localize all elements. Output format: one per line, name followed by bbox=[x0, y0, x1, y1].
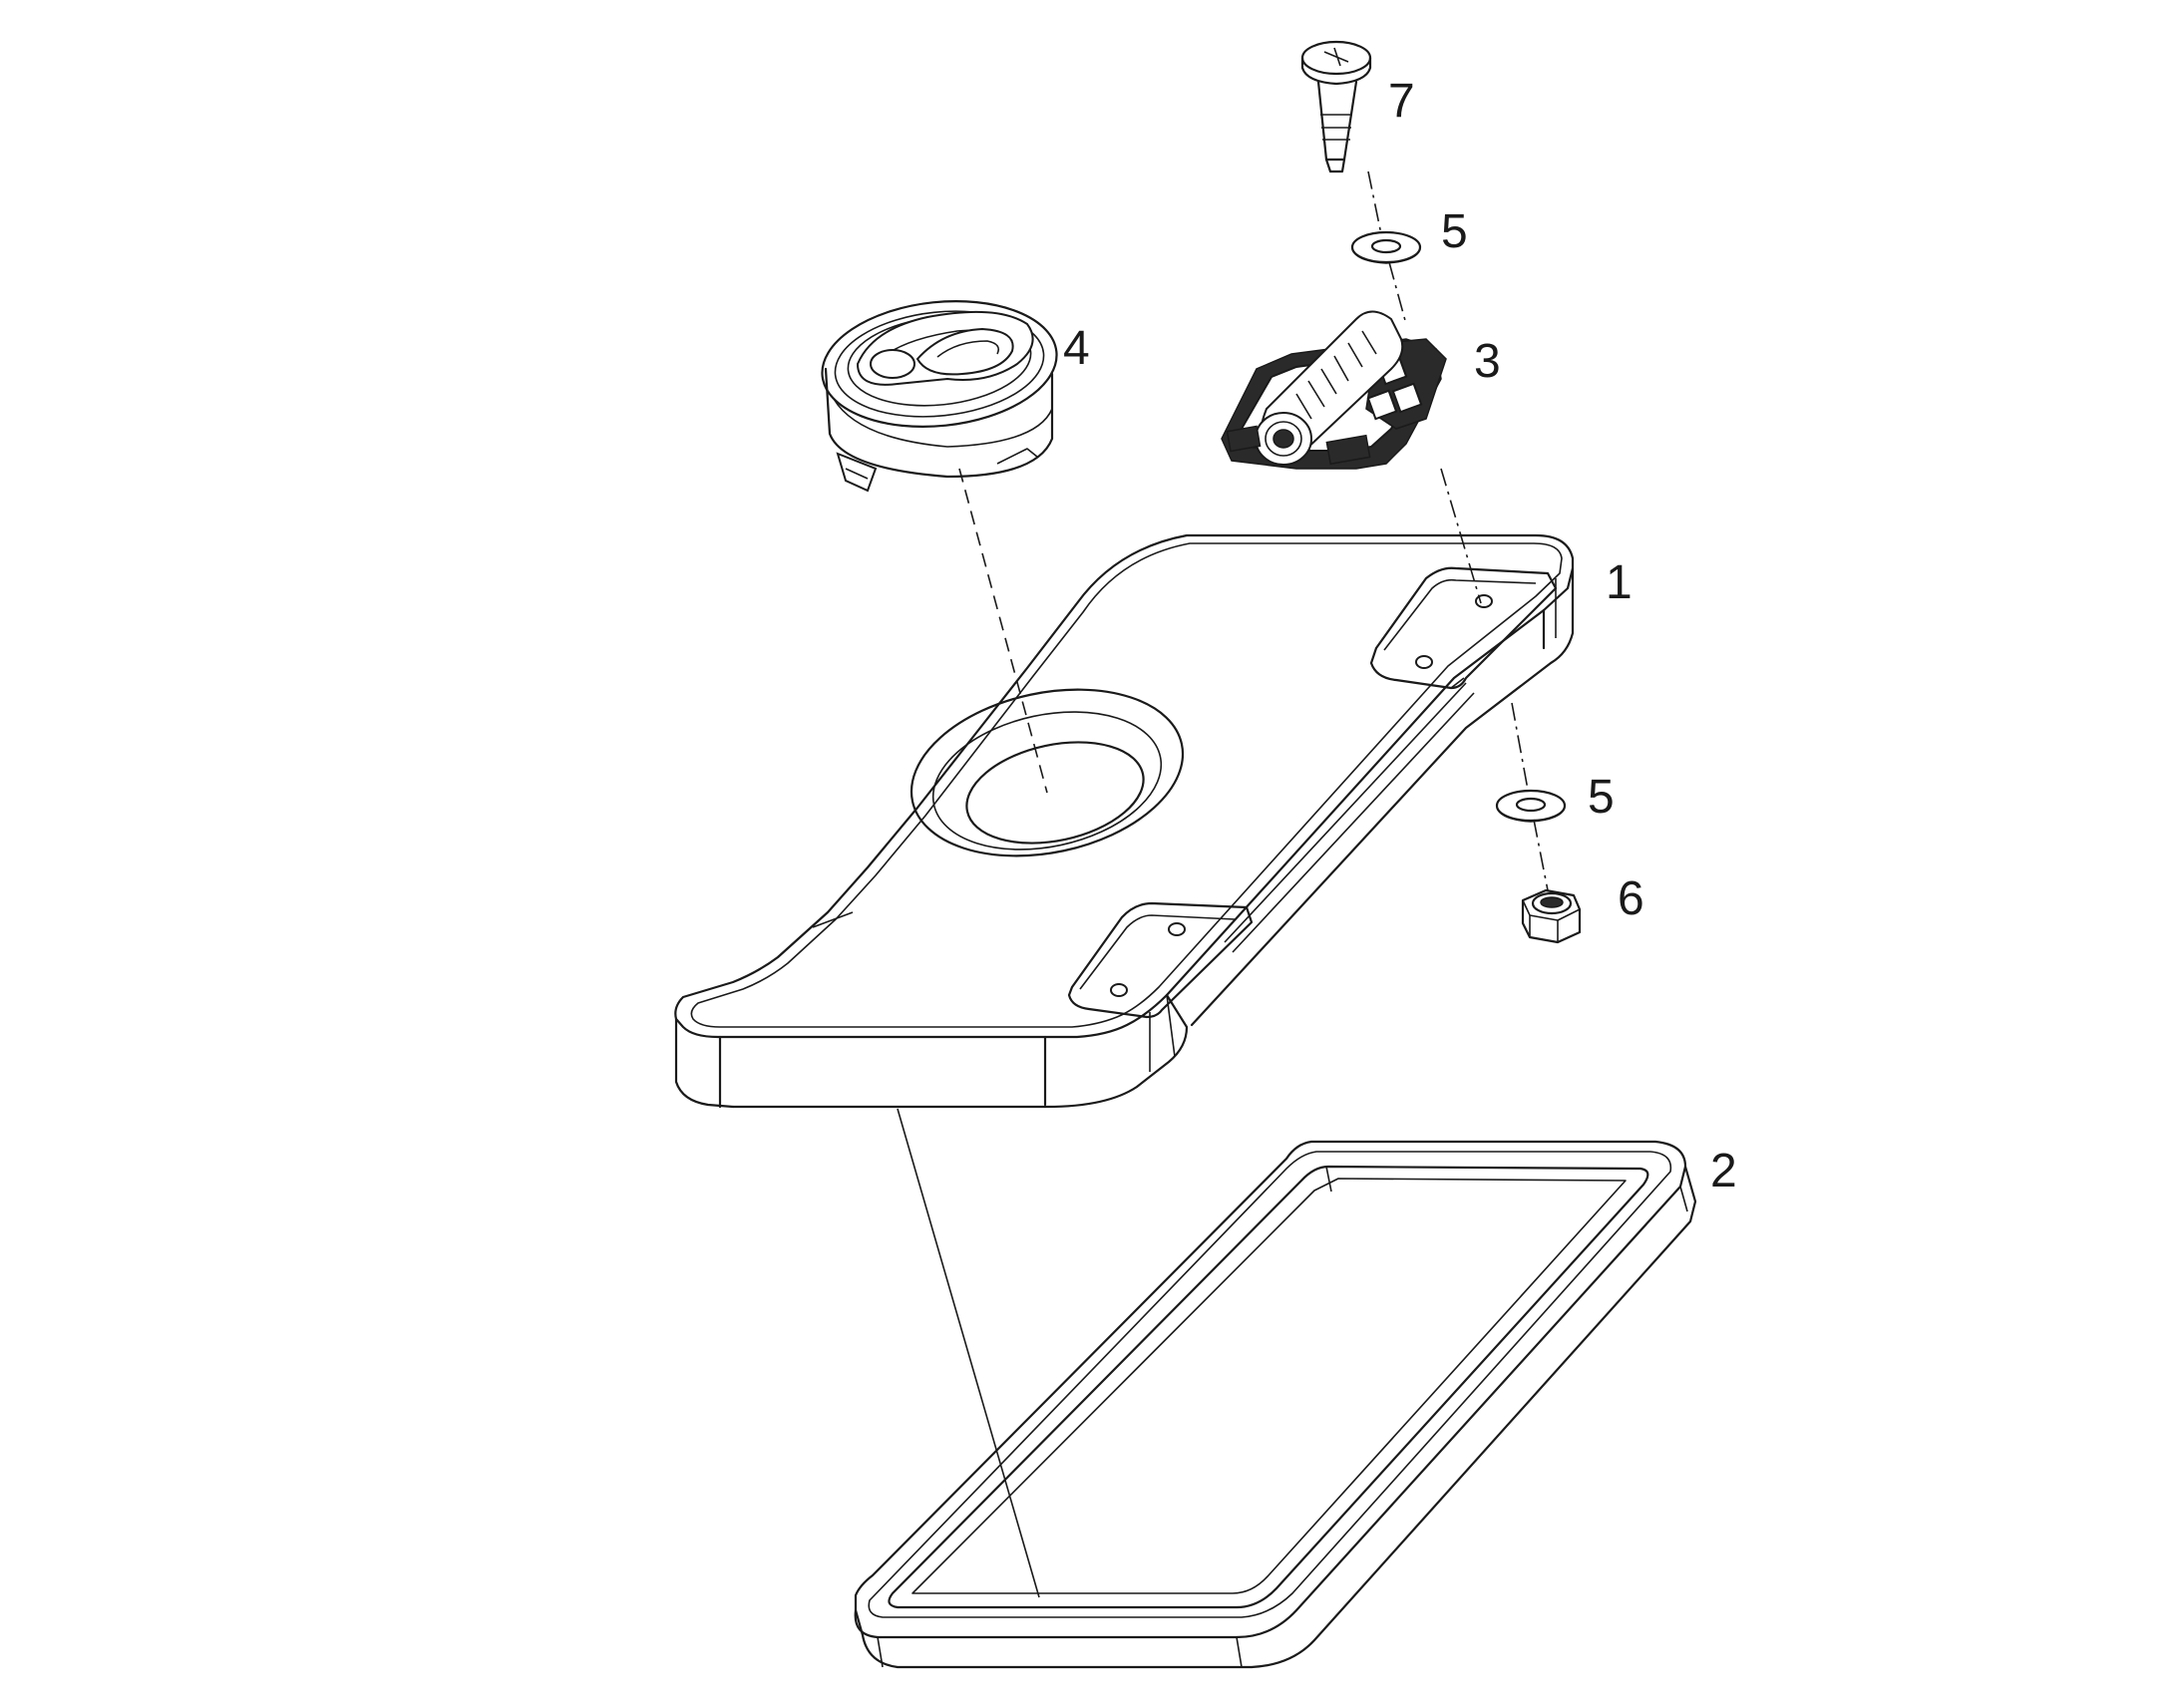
callout-gasket: 2 bbox=[1710, 1145, 1737, 1197]
callout-labels: 1 2 3 4 5 5 6 7 bbox=[1063, 75, 1737, 1197]
callout-washer-top: 5 bbox=[1441, 205, 1468, 258]
callout-latch: 4 bbox=[1063, 322, 1090, 375]
callout-screw: 7 bbox=[1388, 75, 1415, 128]
plate-body bbox=[674, 533, 1575, 1109]
part-screw bbox=[1300, 40, 1372, 173]
callout-hinge: 3 bbox=[1474, 335, 1501, 388]
callout-nut: 6 bbox=[1618, 872, 1644, 925]
part-nut bbox=[1521, 888, 1582, 944]
part-gasket bbox=[854, 1140, 1697, 1669]
part-washer-top bbox=[1350, 230, 1422, 264]
callout-plate: 1 bbox=[1606, 556, 1633, 609]
callout-washer-bottom: 5 bbox=[1588, 771, 1615, 824]
assembly-lines bbox=[897, 171, 1549, 1598]
part-latch bbox=[821, 300, 1058, 493]
part-washer-bottom bbox=[1495, 789, 1567, 823]
part-hinge bbox=[1221, 310, 1447, 470]
